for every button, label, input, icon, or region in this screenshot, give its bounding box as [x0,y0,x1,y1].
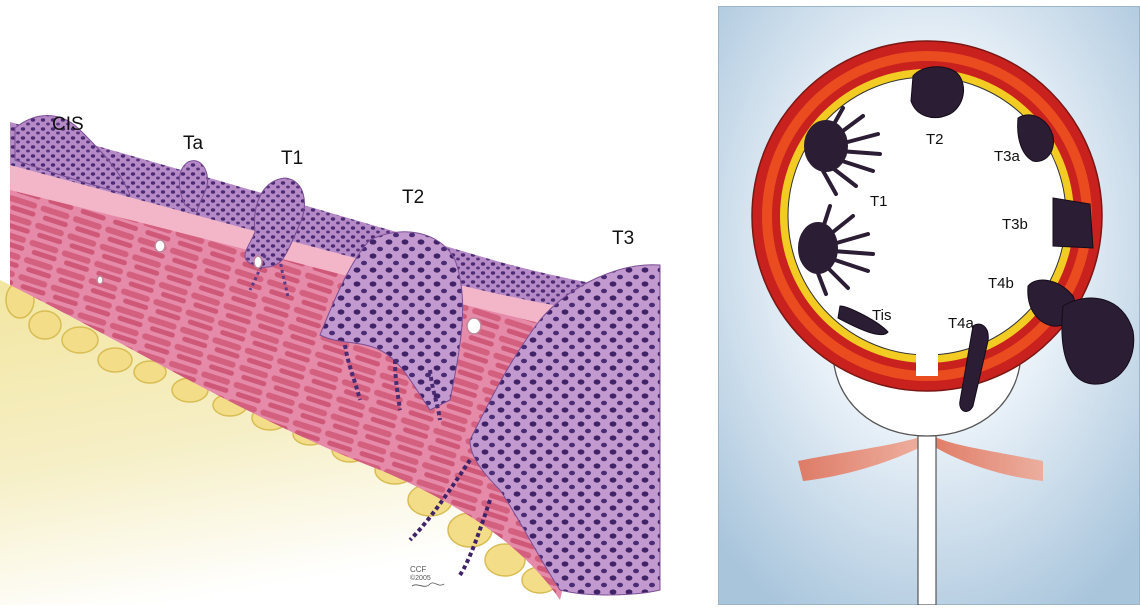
label-ta: Ta [183,133,204,154]
histology-illustration: CIS Ta T1 T2 T3 CCF ©2005 [0,0,665,605]
label-cis: CIS [52,114,84,135]
label-t3b: T3b [1002,216,1028,233]
label-t2: T2 [926,131,944,148]
label-t4b: T4b [988,275,1014,292]
tumor-t2 [911,67,964,118]
label-tis: Tis [872,307,891,324]
staging-svg: T2 T3a T1 T3b T4b Tis T4a [718,6,1140,605]
credit-line-1: CCF [410,565,427,574]
label-t3: T3 [612,228,634,249]
histology-svg: CIS Ta T1 T2 T3 CCF ©2005 [0,0,665,605]
label-t2: T2 [402,187,424,208]
neck-opening [916,346,938,376]
label-t1: T1 [281,148,303,169]
tumor-t3b [1053,198,1093,248]
credit-line-2: ©2005 [410,574,431,582]
label-t4a: T4a [948,315,975,332]
staging-diagram: T2 T3a T1 T3b T4b Tis T4a [718,6,1140,605]
label-t3a: T3a [994,148,1021,165]
label-t1: T1 [870,193,888,210]
